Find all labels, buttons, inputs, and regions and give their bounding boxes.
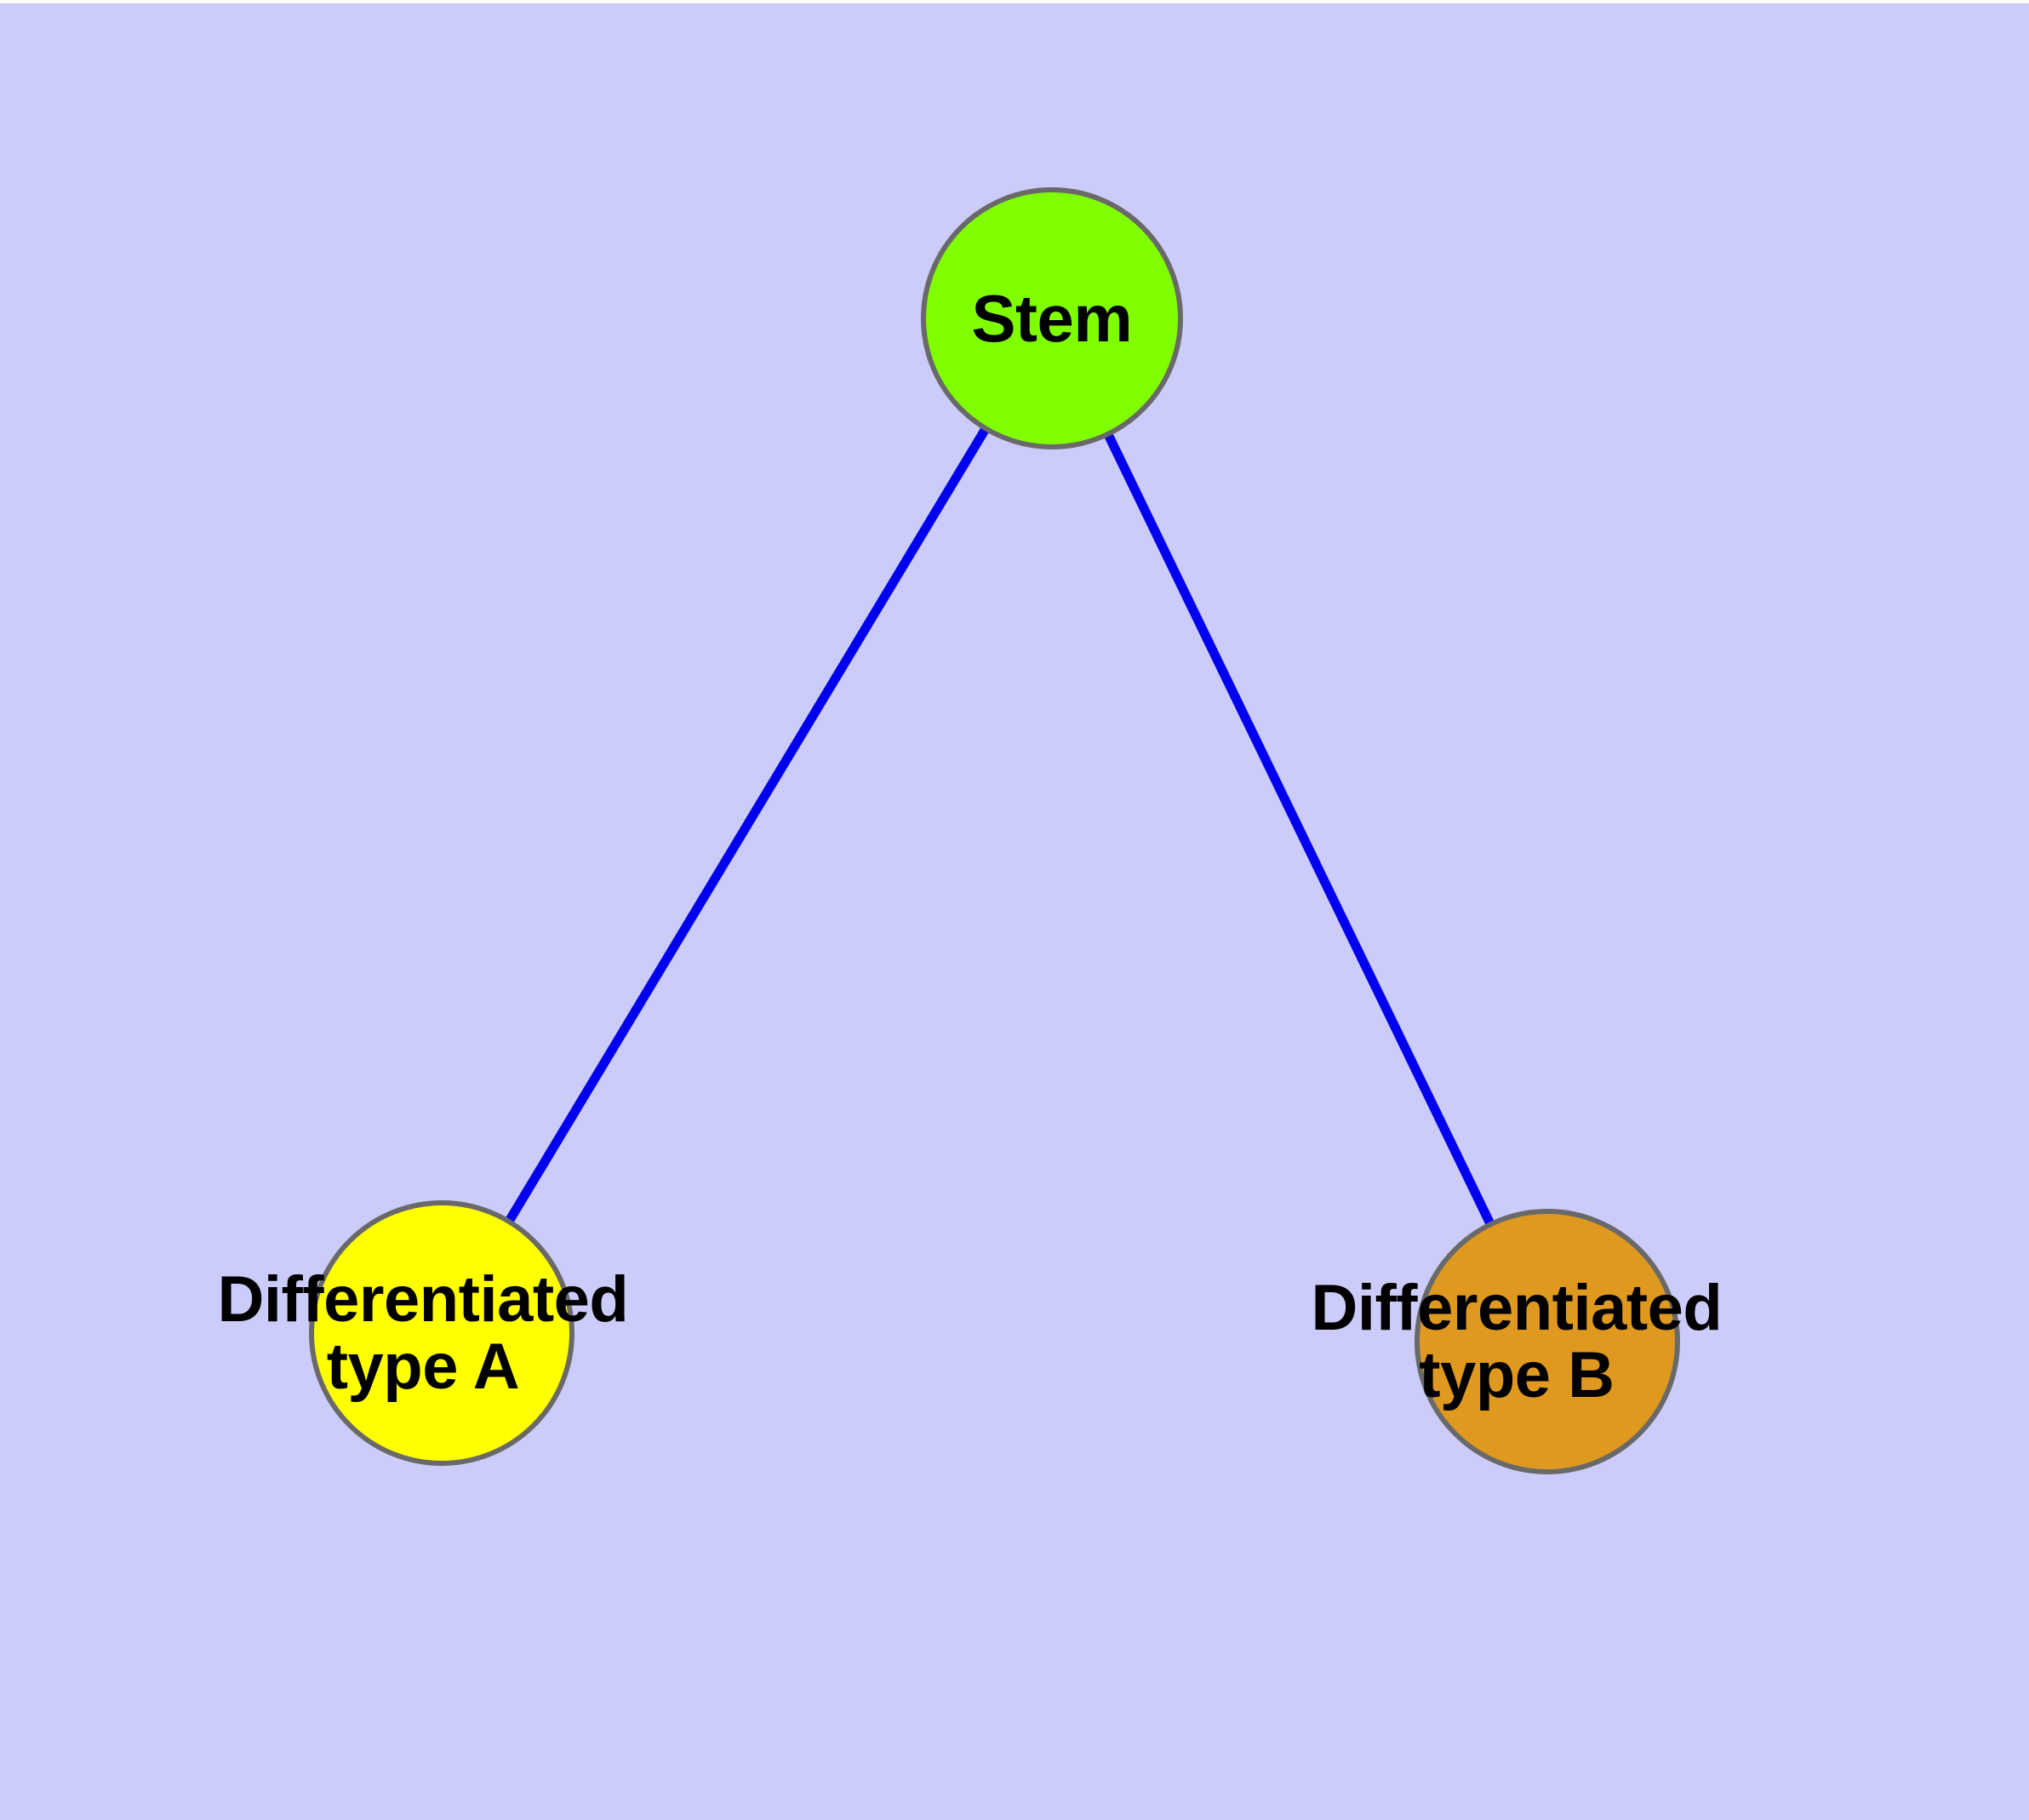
node-diff_a[interactable] [309, 1200, 574, 1466]
node-stem[interactable] [921, 187, 1183, 449]
edge-layer [437, 316, 1552, 1344]
edge-stem-diff-a[interactable] [437, 316, 1056, 1336]
edge-stem-diff-b[interactable] [1048, 316, 1552, 1344]
node-layer [309, 187, 1680, 1474]
node-diff_b[interactable] [1415, 1209, 1680, 1474]
